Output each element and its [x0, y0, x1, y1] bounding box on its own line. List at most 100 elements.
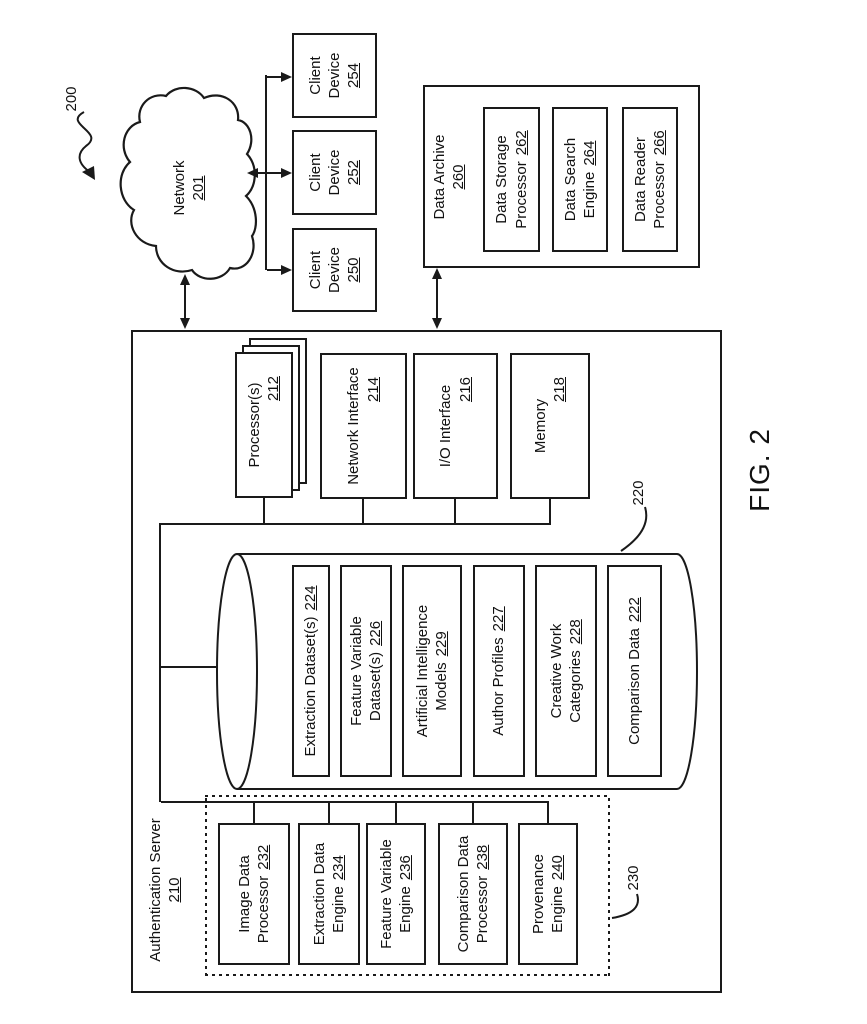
connector-processors — [263, 498, 265, 523]
datastore-item-label: Categories228 — [567, 619, 584, 723]
network-cloud-shape — [119, 86, 258, 280]
connector-io-interface — [454, 499, 456, 523]
box-client-device-254: Client Device 254 — [292, 33, 377, 118]
engine-label: Processor232 — [255, 844, 272, 944]
box-data-reader-processor: Data Reader Processor266 — [622, 107, 678, 252]
hardware-label: Processor(s) — [245, 382, 263, 468]
ref-264: 264 — [581, 140, 598, 166]
data-archive-label: Data Archive — [431, 134, 448, 220]
datastore-item-label: Models229 — [433, 631, 450, 711]
ref-227: 227 — [490, 606, 508, 632]
connector-feature-variable-engine — [395, 801, 397, 823]
engine-label: Processor238 — [474, 844, 491, 944]
ref-236: 236 — [397, 855, 414, 881]
datastore-item-label: Creative Work — [547, 623, 565, 719]
box-extraction-data-engine: Extraction Data Engine234 — [298, 823, 360, 965]
client-label: Device — [325, 247, 343, 293]
ref-200-squiggle-arrow — [76, 111, 93, 173]
network-label: Network 201 — [170, 142, 208, 234]
bus-line — [161, 801, 549, 803]
ref-214: 214 — [364, 377, 382, 403]
datastore-item-label: Dataset(s)226 — [367, 620, 384, 722]
client-label: Client — [306, 56, 324, 95]
datastore-item-label: Author Profiles227 — [490, 606, 508, 736]
box-creative-work-categories: Creative Work Categories228 — [535, 565, 597, 777]
arrowhead — [281, 168, 292, 178]
arrow-to-client-254 — [267, 76, 281, 78]
datastore-cylinder-top — [216, 553, 258, 790]
client-label: Client — [306, 250, 324, 290]
box-io-interface: I/O Interface 216 — [413, 353, 498, 499]
ref-228: 228 — [567, 619, 584, 645]
ref-229: 229 — [433, 631, 450, 657]
box-author-profiles: Author Profiles227 — [473, 565, 525, 777]
figure-label: FIG. 2 — [744, 428, 775, 512]
box-comparison-data: Comparison Data222 — [607, 565, 662, 777]
ref-260: 260 — [450, 164, 468, 190]
hardware-label: Memory — [531, 398, 549, 454]
arrowhead — [281, 265, 292, 275]
hardware-label: I/O Interface — [437, 384, 455, 468]
connector-provenance-engine — [547, 801, 549, 823]
box-provenance-engine: Provenance Engine240 — [518, 823, 578, 965]
arrow-server-archive — [436, 278, 438, 318]
authentication-server-title: Authentication Server 210 — [146, 814, 184, 966]
ref-254: 254 — [345, 62, 363, 89]
ref-200-arrowhead — [82, 166, 95, 180]
connector-extraction-data-engine — [328, 801, 330, 823]
engine-label: Feature Variable — [377, 839, 395, 949]
box-ai-models: Artificial Intelligence Models229 — [402, 565, 462, 777]
datastore-item-label: Extraction Dataset(s)224 — [302, 585, 320, 757]
engine-label: Image Data — [235, 855, 253, 933]
network-name: Network — [171, 160, 188, 216]
archive-item-label: Data Reader — [631, 136, 649, 223]
archive-item-label: Data Storage — [493, 135, 511, 224]
ref-224: 224 — [302, 585, 320, 611]
arrowhead — [180, 318, 190, 329]
engine-label: Engine236 — [397, 855, 414, 933]
ref-266: 266 — [651, 130, 668, 156]
engine-label: Provenance — [529, 853, 547, 935]
ref-262: 262 — [512, 130, 530, 156]
box-processors: Processor(s) 212 — [235, 352, 293, 498]
ref-222: 222 — [625, 597, 643, 623]
arrow-server-network — [184, 284, 186, 318]
client-label: Client — [306, 153, 324, 192]
engine-label: Engine234 — [330, 855, 347, 933]
ref-201: 201 — [190, 175, 208, 201]
arrow-to-client-250 — [267, 269, 281, 271]
ref-252: 252 — [345, 159, 363, 186]
connector-datastore — [161, 666, 218, 668]
hardware-label: Network Interface — [345, 367, 363, 485]
system-ref-200: 200 — [63, 86, 80, 112]
ref-212: 212 — [265, 376, 282, 402]
connector-memory — [549, 499, 551, 525]
ref-238: 238 — [474, 844, 491, 870]
ref-216: 216 — [456, 377, 474, 403]
box-data-storage-processor: Data Storage Processor262 — [483, 107, 540, 252]
connector-comparison-data-processor — [472, 801, 474, 823]
connector-network-interface — [362, 499, 364, 523]
datastore-item-label: Comparison Data222 — [625, 597, 643, 745]
box-feature-variable-datasets: Feature Variable Dataset(s)226 — [340, 565, 392, 777]
authentication-server-label: Authentication Server — [147, 818, 164, 962]
engine-label: Extraction Data — [310, 842, 328, 946]
arrowhead — [247, 168, 258, 178]
leader-line-220 — [620, 506, 648, 552]
box-memory: Memory 218 — [510, 353, 590, 499]
ref-232: 232 — [255, 844, 272, 870]
connector-image-data-processor — [253, 801, 255, 823]
arrow-network-client-252 — [257, 172, 282, 174]
datastore-item-label: Feature Variable — [347, 616, 365, 726]
archive-item-label: Processor266 — [651, 130, 668, 229]
arrowhead — [180, 274, 190, 285]
box-image-data-processor: Image Data Processor232 — [218, 823, 290, 965]
ref-218: 218 — [551, 377, 568, 403]
archive-item-label: Data Search — [561, 137, 579, 222]
engine-label: Engine240 — [549, 855, 566, 933]
box-comparison-data-processor: Comparison Data Processor238 — [438, 823, 508, 965]
ref-234: 234 — [330, 855, 347, 881]
ref-210: 210 — [166, 877, 184, 903]
